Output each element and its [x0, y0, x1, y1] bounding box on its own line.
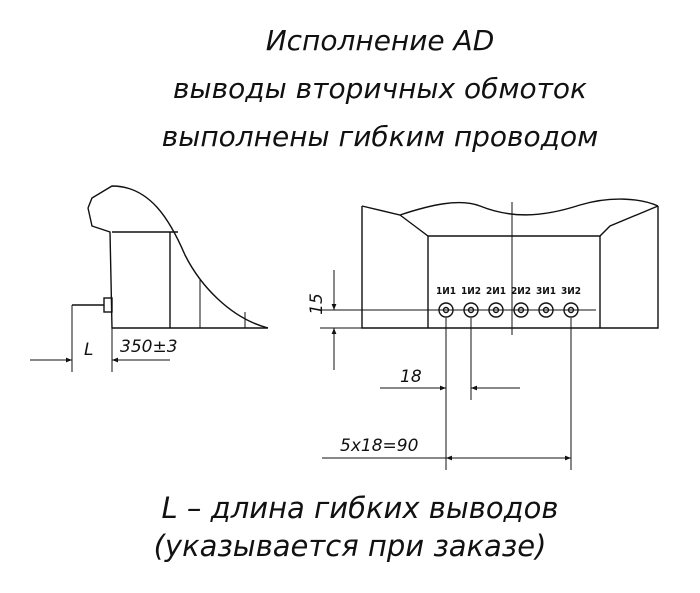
terminal-label-2: 1И2 — [461, 286, 481, 297]
title-line-1: Исполнение AD — [266, 24, 495, 57]
note-line-1: L – длина гибких выводов — [162, 491, 559, 525]
side-view: L 350±3 — [30, 185, 269, 372]
terminal-label-1: 1И1 — [436, 286, 456, 297]
terminal-label-5: 3И1 — [536, 286, 556, 297]
dim-label-350: 350±3 — [120, 337, 178, 357]
dim-label-15: 15 — [307, 293, 327, 315]
title-line-2: выводы вторичных обмоток — [173, 72, 587, 105]
note-block: L – длина гибких выводов (указывается пр… — [154, 491, 559, 563]
dim-label-18: 18 — [400, 367, 422, 387]
title-line-3: выполнены гибким проводом — [162, 120, 599, 153]
note-line-2: (указывается при заказе) — [154, 529, 547, 563]
terminal-label-3: 2И1 — [486, 286, 506, 297]
terminal-label-4: 2И2 — [511, 286, 531, 297]
terminal-label-6: 3И2 — [561, 286, 581, 297]
front-view: 1И1 1И2 2И1 2И2 3И1 3И2 15 18 5x18=90 — [307, 198, 659, 470]
dim-label-5x18: 5x18=90 — [340, 436, 418, 456]
title-block: Исполнение AD выводы вторичных обмоток в… — [162, 24, 599, 153]
dim-label-L: L — [84, 340, 93, 360]
